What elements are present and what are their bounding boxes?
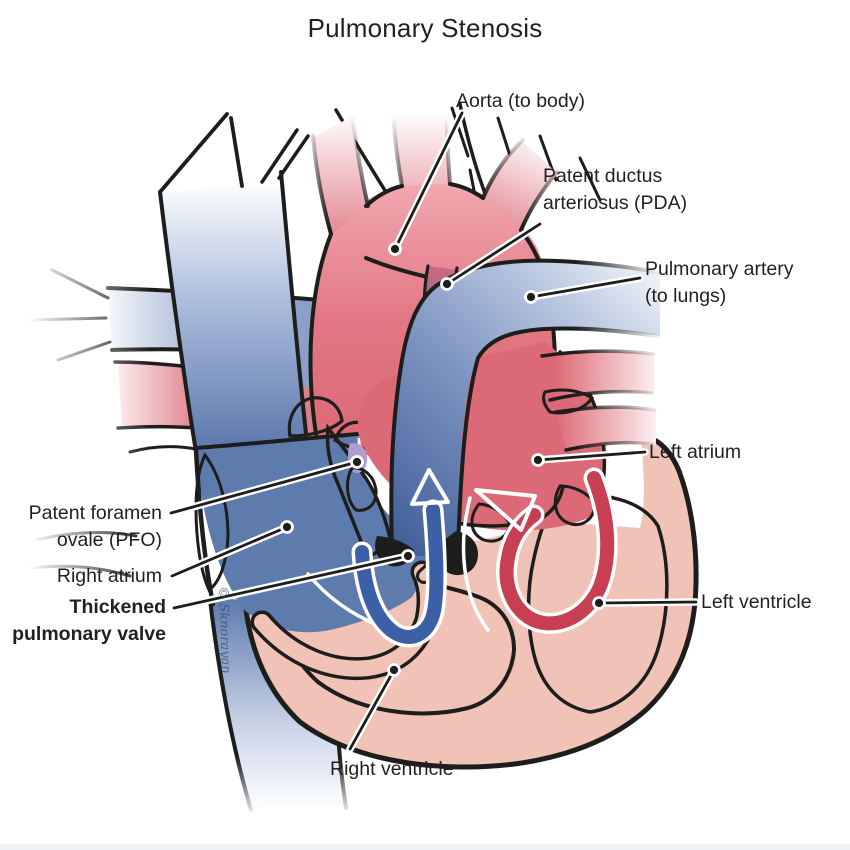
label-line: Thickened: [69, 596, 166, 618]
leader-left-atrium: [531, 448, 649, 467]
artist-signature: © Sknorayan: [215, 586, 234, 675]
leader-pda: [440, 220, 544, 291]
label-line: Right ventricle: [330, 758, 454, 780]
label-line: Pulmonary artery: [645, 258, 794, 280]
leader-pfo: [167, 455, 364, 517]
pulmonary-vein-lines: [30, 445, 198, 578]
label-left-atrium: Left atrium: [649, 439, 741, 466]
label-line: arteriosus (PDA): [543, 192, 688, 214]
label-line: Patent foramen: [28, 502, 162, 524]
leader-left-ventricle: [592, 596, 700, 610]
label-left-ventricle: Left ventricle: [701, 589, 812, 616]
leader-right-atrium: [168, 520, 294, 580]
label-thickened-pulmonary-valve: Thickened pulmonary valve: [12, 594, 166, 648]
leader-pulmonary-artery: [524, 274, 644, 304]
label-line: Left atrium: [649, 441, 742, 463]
diagram-title: Pulmonary Stenosis: [307, 13, 543, 43]
pulmonary-veins: [540, 349, 657, 452]
label-aorta: Aorta (to body): [456, 88, 585, 115]
bottom-strip: [0, 844, 850, 850]
label-line: (to lungs): [645, 285, 727, 307]
superior-vena-cava: [158, 112, 311, 462]
label-patent-ductus-arteriosus: Patent ductus arteriosus (PDA): [543, 163, 687, 217]
leader-right-ventricle: [346, 663, 401, 753]
aortic-root-tab: [287, 396, 344, 438]
label-line: pulmonary valve: [12, 623, 166, 645]
blood-flow-arrow-red: [461, 467, 618, 634]
label-line: Patent ductus: [543, 165, 663, 187]
label-patent-foramen-ovale: Patent foramen ovale (PFO): [29, 500, 162, 554]
pulmonary-artery: [389, 258, 660, 557]
leader-aorta: [388, 109, 466, 256]
label-pulmonary-artery: Pulmonary artery (to lungs): [645, 256, 793, 310]
leader-thickened-valve: [170, 549, 415, 612]
label-line: ovale (PFO): [56, 529, 162, 551]
label-right-atrium: Right atrium: [57, 563, 162, 590]
label-line: Left ventricle: [701, 591, 812, 613]
label-line: Right atrium: [56, 565, 162, 587]
leader-lines: [167, 109, 700, 753]
label-right-ventricle: Right ventricle: [330, 756, 454, 783]
left-ventricle: [526, 493, 669, 714]
label-line: Aorta (to body): [456, 90, 585, 112]
pfo-flap: [346, 466, 378, 512]
